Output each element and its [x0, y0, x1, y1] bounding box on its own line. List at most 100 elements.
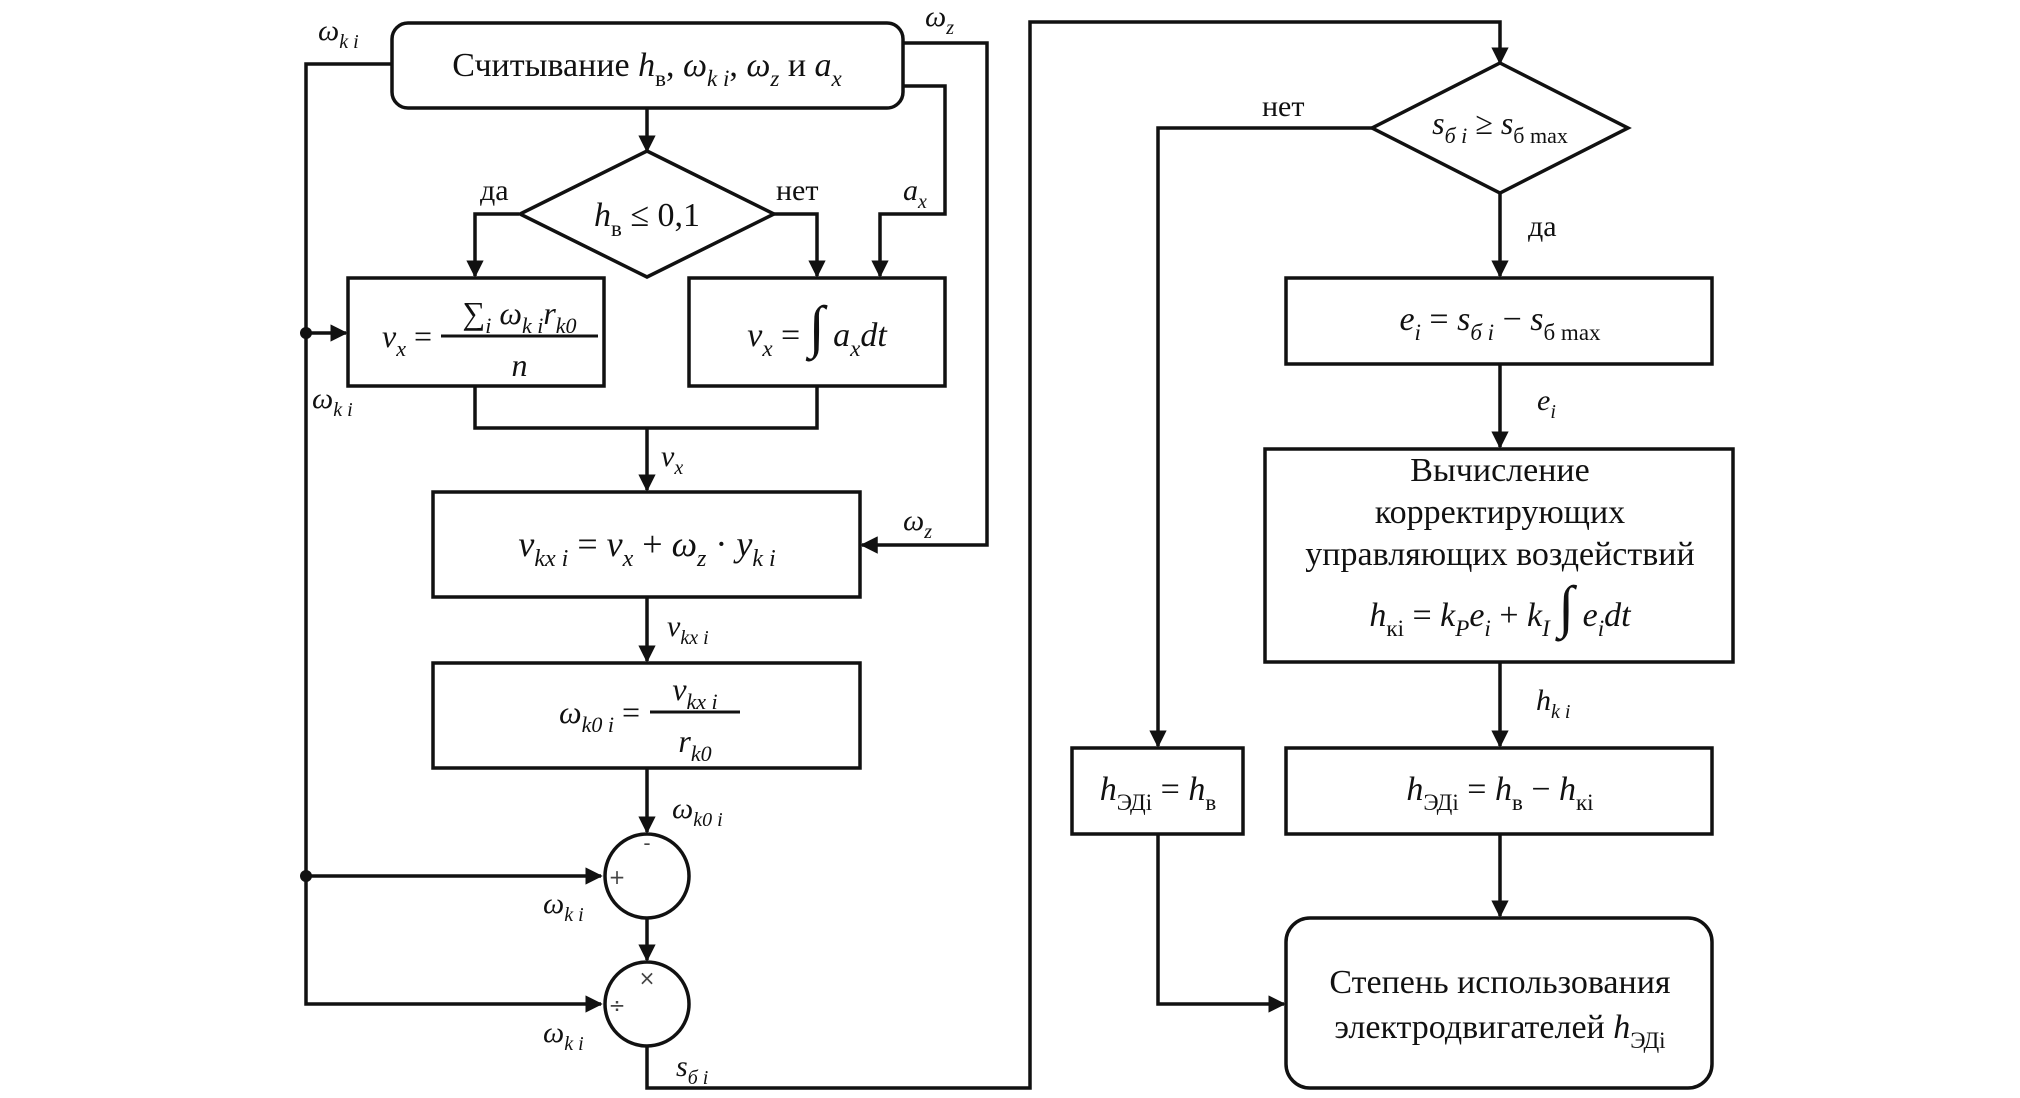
- sb-condition-text: sб i ≥ sб max: [1432, 105, 1568, 148]
- text-run: I: [1541, 616, 1551, 641]
- text-run: x: [917, 191, 927, 213]
- text-run: Считывание: [452, 47, 638, 84]
- text-run: ω: [903, 504, 924, 537]
- text-run: i: [1484, 616, 1490, 641]
- text-run: h: [1406, 771, 1423, 808]
- hv-decision: [516, 149, 778, 279]
- text-run: k0: [691, 741, 712, 766]
- edge-label-wk0i: ωk0 i: [672, 792, 723, 831]
- text-run: −: [1523, 771, 1559, 808]
- correction-text-line: управляющих воздействий: [1305, 536, 1694, 573]
- output-terminal: [1284, 916, 1714, 1090]
- text-run: k0 i: [693, 809, 722, 831]
- vx-integral-box: [687, 276, 947, 388]
- text-run: ·: [706, 524, 736, 564]
- edge-label-wki-div: ωk i: [543, 1016, 584, 1055]
- text-run: k i: [564, 1033, 583, 1055]
- text-run: ∑: [462, 295, 485, 331]
- text-run: s: [1457, 301, 1470, 338]
- edge-label-wz-mid: ωz: [903, 504, 932, 543]
- text-run: k: [1440, 597, 1456, 634]
- edge-label-hki: hk i: [1536, 684, 1570, 723]
- text-run: +: [633, 524, 671, 564]
- hed-equal-box: [1070, 746, 1245, 836]
- text-run: i: [1598, 616, 1604, 641]
- text-run: h: [1188, 771, 1205, 808]
- edge-wz: [860, 41, 989, 554]
- text-run: h: [1536, 684, 1551, 717]
- text-run: e: [1574, 597, 1598, 634]
- text-run: ω: [746, 47, 770, 84]
- vx-integral-formula: vx = ∫ axdt: [747, 294, 888, 362]
- text-run: =: [1421, 301, 1457, 338]
- text-run: да: [480, 174, 509, 207]
- junction-dot: [300, 870, 312, 882]
- edge-wki-bus: [304, 62, 603, 1013]
- text-run: h: [1495, 771, 1512, 808]
- text-run: x: [831, 66, 843, 91]
- text-run: =: [406, 318, 432, 354]
- text-run: −: [1494, 301, 1530, 338]
- text-run: r: [678, 723, 691, 759]
- edge-label-yes2: да: [1528, 210, 1557, 243]
- fraction-numerator: vkx i: [672, 671, 717, 714]
- text-run: i: [1415, 320, 1421, 345]
- text-run: =: [1459, 771, 1495, 808]
- text-run: б max: [1513, 123, 1568, 148]
- correction-formula: hкi = kPei + kI ∫ eidt: [1369, 574, 1632, 642]
- text-run: x: [849, 336, 861, 361]
- text-run: h: [638, 47, 655, 84]
- text-run: s: [676, 1050, 688, 1083]
- text-run: x: [395, 336, 406, 361]
- edge-label-wki-mid: ωk i: [312, 382, 353, 421]
- text-run: z: [923, 521, 932, 543]
- ei-formula: ei = sб i − sб max: [1399, 301, 1601, 345]
- text-run: v: [667, 610, 681, 643]
- text-run: k i: [707, 66, 729, 91]
- text-run: a: [903, 174, 918, 207]
- text-run: h: [1559, 771, 1576, 808]
- text-run: x: [622, 546, 634, 572]
- fraction-numerator: ∑i ωk irk0: [462, 295, 576, 338]
- divide-junction: [603, 960, 691, 1048]
- text-run: ω: [543, 887, 564, 920]
- fraction-denominator: n: [512, 347, 528, 383]
- text-run: dt: [1604, 597, 1632, 634]
- text-run: =: [773, 317, 809, 354]
- text-run: ЭДi: [1630, 1028, 1665, 1053]
- text-run: s: [1432, 105, 1444, 141]
- edge-label-no2: нет: [1262, 90, 1304, 123]
- text-run: кi: [1576, 790, 1594, 815]
- edge-label-yes1: да: [480, 174, 509, 207]
- divide-sign: ÷: [609, 993, 626, 1017]
- hed-equal-formula: hЭДi = hв: [1100, 771, 1217, 815]
- text-run: kx i: [680, 627, 708, 649]
- edge-hed-equal-to-out: [1156, 834, 1286, 1013]
- text-run: a: [825, 317, 851, 354]
- text-run: да: [1528, 210, 1557, 243]
- text-run: кi: [1386, 616, 1404, 641]
- text-run: v: [382, 318, 397, 354]
- fraction-lhs: vx =: [382, 318, 432, 361]
- text-run: s: [1530, 301, 1543, 338]
- text-run: =: [614, 694, 640, 730]
- subtract-junction: [603, 832, 691, 920]
- hed-diff-formula: hЭДi = hв − hкi: [1406, 771, 1593, 815]
- read-input-terminal: [390, 21, 905, 110]
- text-run: б i: [1445, 123, 1468, 148]
- ei-box: [1284, 276, 1714, 366]
- fraction-denominator: rk0: [678, 723, 711, 766]
- text-run: h: [1369, 597, 1386, 634]
- text-run: электродвигателей: [1334, 1009, 1613, 1046]
- text-run: k: [1527, 597, 1543, 634]
- text-run: r: [543, 295, 556, 331]
- text-run: ≤ 0,1: [622, 197, 700, 234]
- fraction-lhs: ωk0 i =: [559, 694, 640, 737]
- text-run: ω: [683, 47, 707, 84]
- vkxi-formula: vkx i = vx + ωz · yk i: [518, 524, 775, 572]
- text-run: z: [696, 546, 707, 572]
- text-run: v: [747, 317, 763, 354]
- sb-decision: [1368, 61, 1632, 195]
